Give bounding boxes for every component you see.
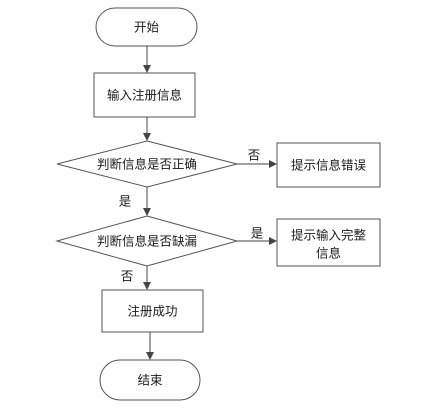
input-label: 输入注册信息 (107, 88, 182, 103)
edge-label-correct-yes: 是 (119, 194, 132, 209)
complete-prompt-label-line2: 信息 (316, 246, 341, 261)
success-process (101, 289, 204, 333)
complete-prompt-process (276, 218, 381, 267)
end-label: 结束 (137, 373, 163, 388)
edge-label-missing-yes: 是 (251, 226, 264, 241)
check-missing-label: 判断信息是否缺漏 (97, 234, 197, 249)
edge-label-missing-no: 否 (121, 269, 134, 284)
error-prompt-process (276, 142, 381, 188)
error-prompt-label: 提示信息错误 (291, 158, 367, 173)
check-correct-label: 判断信息是否正确 (97, 157, 197, 172)
complete-prompt-label-line1: 提示输入完整 (291, 228, 367, 243)
start-label: 开始 (134, 20, 160, 35)
success-label: 注册成功 (127, 304, 177, 319)
input-process (93, 72, 196, 118)
edge-label-correct-no: 否 (248, 148, 261, 163)
end-terminal (99, 359, 201, 401)
